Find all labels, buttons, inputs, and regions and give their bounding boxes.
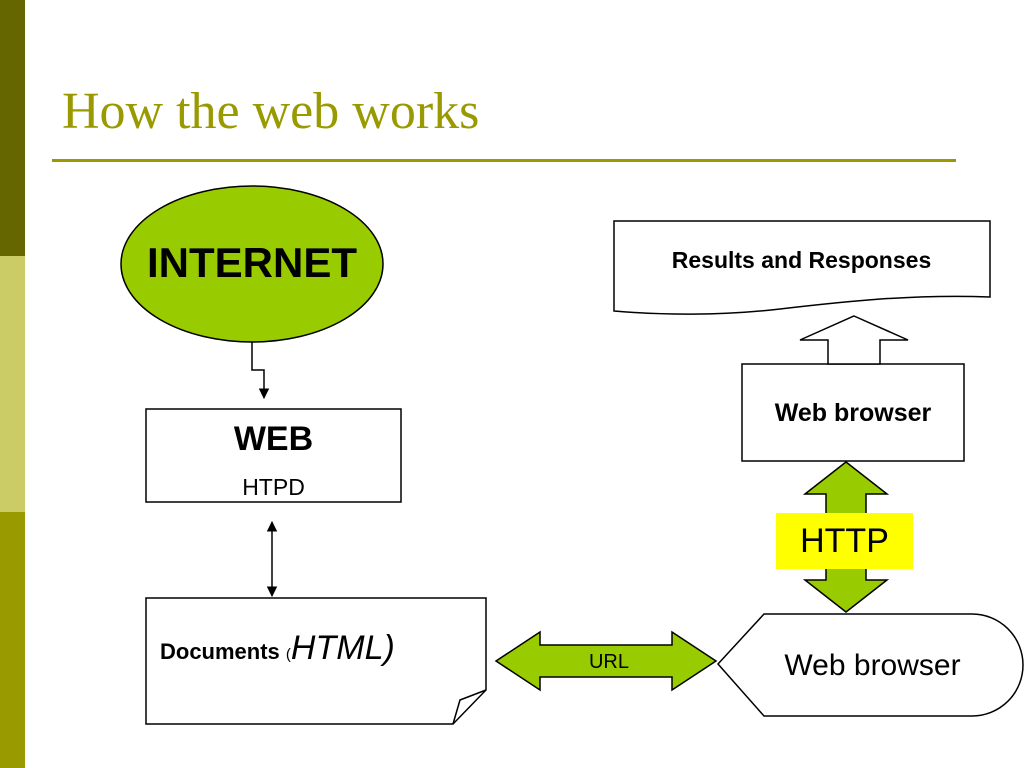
results-up-arrow: [799, 315, 909, 365]
documents-open-paren: (: [285, 646, 291, 663]
slide-title: How the web works: [62, 83, 480, 140]
results-document-shape: [613, 220, 991, 315]
title-underline: [52, 159, 956, 162]
http-label: HTTP: [776, 513, 913, 569]
documents-shape: [145, 597, 487, 725]
documents-label-text: Documents: [160, 639, 280, 664]
sidebar-band-middle: [0, 256, 25, 512]
internet-label: INTERNET: [147, 239, 357, 286]
sidebar-band-top: [0, 0, 25, 256]
url-double-arrow: [494, 630, 718, 692]
documents-folded-corner: [452, 689, 487, 725]
results-label: Results and Responses: [671, 247, 932, 273]
browser-display-label: Web browser: [784, 649, 961, 682]
sidebar-band-bottom: [0, 512, 25, 768]
documents-format: HTML): [290, 629, 395, 667]
browser-box: [741, 363, 965, 462]
sidebar-accent: [0, 0, 25, 768]
web-server-box: [145, 408, 402, 503]
url-label: URL: [588, 651, 629, 673]
documents-label: Documents (HTML): [160, 628, 395, 675]
web-subtitle: HTPD: [242, 474, 305, 500]
browser-display-shape: [716, 613, 1024, 717]
browser-box-label: Web browser: [774, 399, 932, 427]
internet-to-web-connector: [251, 342, 270, 400]
web-label: WEB: [233, 420, 314, 458]
